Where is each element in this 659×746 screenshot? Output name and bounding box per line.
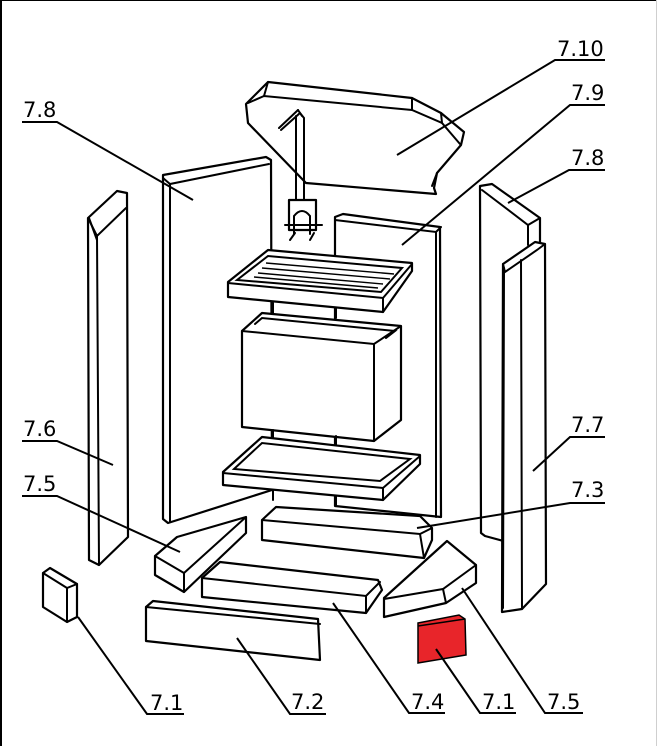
label-7-8-right: 7.8 [571, 146, 604, 170]
label-7-8-left: 7.8 [23, 98, 56, 122]
leader-7-8-left [22, 121, 194, 201]
frame-right-edge [656, 0, 657, 746]
part-ash-tray[interactable] [221, 435, 422, 502]
part-rear-floor-brick[interactable] [260, 505, 434, 560]
part-grate-tray[interactable] [226, 248, 414, 314]
label-7-9: 7.9 [571, 81, 604, 105]
label-7-5-left: 7.5 [23, 472, 56, 496]
label-7-7: 7.7 [571, 413, 604, 437]
connector-3 [272, 489, 337, 506]
part-small-block-highlighted[interactable] [417, 614, 467, 664]
leader-7-4 [332, 602, 445, 714]
part-small-block-left[interactable] [41, 566, 79, 624]
label-7-5-right: 7.5 [547, 690, 580, 714]
leader-7-10 [396, 59, 605, 156]
leader-7-6 [22, 440, 114, 466]
leader-7-9 [401, 104, 605, 246]
leader-7-8-right [507, 169, 605, 204]
part-outer-wall-right[interactable] [500, 240, 548, 614]
label-7-1-right: 7.1 [482, 690, 515, 714]
part-top-baffle[interactable] [244, 80, 466, 196]
label-7-3: 7.3 [571, 478, 604, 502]
part-corner-brick-right[interactable] [382, 539, 478, 619]
part-front-floor-brick[interactable] [144, 599, 322, 662]
leader-lines [22, 59, 605, 715]
label-7-1-left: 7.1 [150, 691, 183, 715]
part-hook-rod[interactable] [278, 109, 323, 241]
label-7-10: 7.10 [557, 37, 604, 61]
label-7-6: 7.6 [23, 417, 56, 441]
label-7-2: 7.2 [291, 690, 324, 714]
label-7-4: 7.4 [411, 690, 444, 714]
part-combustion-box[interactable] [240, 311, 403, 443]
leader-7-5-left [22, 495, 181, 553]
leader-7-1-left [77, 616, 184, 715]
part-labels: 7.10 7.9 7.8 7.8 7.6 7.7 7.5 7.3 7.4 7.2… [23, 37, 604, 715]
leader-7-7 [532, 436, 605, 472]
leader-7-5-right [461, 587, 583, 714]
leader-7-3 [416, 502, 605, 529]
part-middle-floor-brick[interactable] [200, 560, 384, 615]
leader-7-1-right [435, 648, 516, 714]
part-corner-brick-left[interactable] [153, 515, 248, 594]
part-outer-wall-left[interactable] [86, 189, 130, 567]
leader-7-2 [236, 637, 326, 715]
